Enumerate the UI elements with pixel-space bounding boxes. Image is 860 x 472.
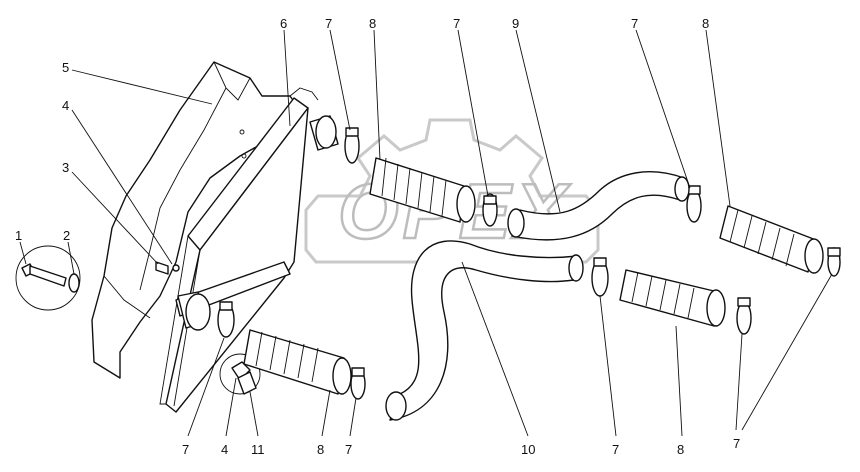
leader-lines (19, 29, 833, 437)
washer (68, 273, 80, 293)
upper-spigot-opening (315, 115, 337, 149)
callout-2: 2 (63, 228, 70, 243)
callout-8: 8 (369, 16, 376, 31)
intake-pipe-part-9 (507, 171, 690, 241)
duct-hole (239, 129, 245, 135)
duct-hole (241, 153, 247, 159)
corrugated-hose-upper (369, 157, 476, 223)
corrugated-hoses-part-8 (243, 157, 824, 395)
callout-7: 7 (453, 16, 460, 31)
cooler-bracket (289, 87, 319, 101)
clamp (686, 185, 702, 223)
callout-5: 5 (62, 60, 69, 75)
stud-part-3 (155, 261, 180, 275)
bracket-detail-circle (219, 353, 261, 395)
callout-1: 1 (15, 228, 22, 243)
stud-body (155, 261, 169, 275)
callout-4: 4 (62, 98, 69, 113)
callout-7: 7 (325, 16, 332, 31)
clamp (736, 297, 752, 335)
callout-8: 8 (677, 442, 684, 457)
corrugated-hose-lower (243, 329, 352, 395)
callout-7: 7 (345, 442, 352, 457)
pipe-10-end (385, 391, 407, 421)
callout-labels: 1 2 3 4 5 6 7 8 7 9 7 8 7 4 11 8 7 10 7 … (15, 16, 740, 457)
clamp (827, 247, 841, 277)
clamp (344, 127, 360, 164)
callout-8: 8 (702, 16, 709, 31)
pipe-9-end (674, 176, 690, 202)
bolt-shank (29, 265, 67, 287)
callout-7: 7 (631, 16, 638, 31)
callout-9: 9 (512, 16, 519, 31)
pipe-10-body (389, 240, 579, 421)
clamp (591, 257, 609, 297)
hose-clamps-part-7 (217, 127, 841, 400)
callout-8: 8 (317, 442, 324, 457)
duct-crease (139, 87, 227, 291)
clamp (350, 367, 366, 400)
callout-6: 6 (280, 16, 287, 31)
intake-pipe-part-10 (385, 240, 584, 421)
callout-7: 7 (733, 436, 740, 451)
duct-lower-edge (103, 275, 151, 319)
watermark-gear (304, 118, 600, 264)
callout-3: 3 (62, 160, 69, 175)
clamp (482, 193, 498, 227)
bracket-pad-11 (237, 371, 257, 395)
callout-7: 7 (612, 442, 619, 457)
callout-7: 7 (182, 442, 189, 457)
clamp (217, 301, 235, 338)
callout-4: 4 (221, 442, 228, 457)
callout-10: 10 (521, 442, 535, 457)
charge-air-cooler-part-6 (159, 87, 339, 413)
bracket-clip (231, 361, 251, 381)
corrugated-hose-right (719, 205, 824, 274)
detail-circle (15, 245, 81, 311)
callout-11: 11 (251, 442, 265, 457)
corrugated-hose-middle (619, 269, 726, 327)
lower-spigot-opening (185, 293, 211, 331)
pipe-10-end (568, 254, 584, 282)
cooler-side-edge (159, 235, 189, 405)
stud-nut (172, 264, 180, 272)
bracket-detail (219, 353, 261, 395)
pipe-9-end (507, 208, 525, 238)
duct-top-edge (213, 61, 251, 101)
